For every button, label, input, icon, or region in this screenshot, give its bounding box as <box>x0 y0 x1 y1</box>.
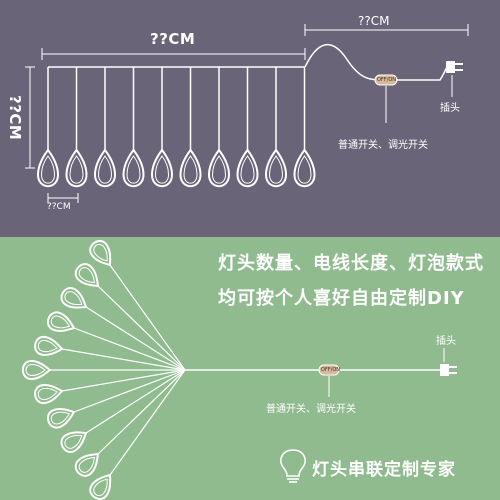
fan-wire <box>73 369 186 413</box>
headline-line2: 均可按个人喜好自由定制DIY <box>218 288 465 309</box>
string-width-label: ??CM <box>150 30 196 48</box>
top-diagram-svg <box>0 0 500 237</box>
bulb-icon <box>264 148 288 188</box>
bulb-icon <box>150 148 174 188</box>
bulb-icon <box>293 148 316 188</box>
lead-length-label: ??CM <box>358 14 390 28</box>
fan-bulb-outline <box>46 311 76 332</box>
lightbulb-icon <box>280 449 306 483</box>
bottom-plug-icon <box>440 364 457 376</box>
spacing-dimension <box>47 193 79 203</box>
fan-bulb-icon <box>74 452 100 477</box>
fan-bulb-outline <box>74 263 100 288</box>
fan-bulb-outline <box>60 287 88 309</box>
fan-bulb-outline <box>89 240 112 267</box>
fan-wire <box>109 264 186 371</box>
fan-bulb-icon <box>34 384 64 405</box>
fan-bulb-icon <box>74 263 100 288</box>
fan-bulb-inner <box>78 267 96 284</box>
bottom-switch-label: 普通开关、调光开关 <box>266 404 356 415</box>
bulb-fan <box>21 240 186 500</box>
drop-height-label: ??CM <box>6 95 24 141</box>
bulb-inner-outline <box>183 155 198 184</box>
fan-bulb-inner <box>25 363 46 377</box>
bulb-icon <box>36 148 60 188</box>
fan-bulb-icon <box>60 287 88 309</box>
fan-bulb-inner <box>93 478 108 497</box>
bulb-icon <box>236 148 259 188</box>
bulb-inner-outline <box>126 155 141 184</box>
switch-text: OFF/ON <box>377 77 397 83</box>
fan-bulb-icon <box>89 240 112 267</box>
bulb-inner-outline <box>69 155 84 184</box>
fan-bulb-inner <box>37 340 58 353</box>
fan-bulb-outline <box>46 408 76 429</box>
fan-wire <box>73 327 186 371</box>
top-background <box>0 0 500 237</box>
bulb-icon <box>122 148 145 188</box>
fan-bulb-outline <box>60 431 88 453</box>
inline-switch <box>374 74 398 86</box>
bulb-inner-outline <box>211 155 227 184</box>
fan-bulb-icon <box>46 311 76 332</box>
bottom-switch-text: OFF/ON <box>321 367 341 373</box>
fan-bulb-inner <box>78 456 96 473</box>
bulb-inner-outline <box>154 155 170 184</box>
height-dimension <box>25 66 35 169</box>
fan-bulb-inner <box>64 291 83 306</box>
fan-bulb-inner <box>50 411 71 425</box>
lead-dimension <box>304 24 469 36</box>
brand-text: 灯头串联定制专家 <box>312 460 456 480</box>
bulb-icon <box>93 148 117 188</box>
fan-wire <box>97 285 186 371</box>
bulb-inner-outline <box>97 155 113 184</box>
fan-bulb-outline <box>89 473 112 500</box>
bulb-inner-outline <box>240 155 255 184</box>
fan-bulb-icon <box>21 359 52 381</box>
fan-bulb-inner <box>50 315 71 329</box>
fan-wire <box>97 369 186 455</box>
bottom-plug-label: 插头 <box>436 336 456 347</box>
fan-bulb-icon <box>89 473 112 500</box>
fan-wire <box>85 369 186 434</box>
bottom-inline-switch <box>318 364 340 376</box>
bottom-panel: 灯头数量、电线长度、灯泡款式 均可按个人喜好自由定制DIY OFF/ON 普通开… <box>0 237 500 500</box>
fan-wire <box>109 369 186 476</box>
top-panel: ??CM ??CM ??CM ??CM OFF/ON 普通开关、调光开关 插头 <box>0 0 500 237</box>
fan-bulb-icon <box>60 431 88 453</box>
fan-bulb-icon <box>34 335 64 356</box>
fan-wire <box>61 369 186 392</box>
switch-label: 普通开关、调光开关 <box>338 140 428 151</box>
fan-bulb-outline <box>34 335 64 356</box>
fan-bulb-outline <box>34 384 64 405</box>
top-bulbs <box>36 67 316 188</box>
bulb-icon <box>179 148 202 188</box>
bulb-icon <box>207 148 231 188</box>
lead-cable <box>304 43 449 81</box>
bulb-inner-outline <box>268 155 284 184</box>
bulb-spacing-label: ??CM <box>47 202 71 212</box>
bulb-inner-outline <box>40 155 56 184</box>
fan-bulb-outline <box>74 452 100 477</box>
bulb-inner-outline <box>297 155 312 184</box>
width-dimension <box>41 48 306 60</box>
bulb-icon <box>65 148 88 188</box>
fan-bulb-outline <box>21 359 52 381</box>
fan-bulb-icon <box>46 408 76 429</box>
fan-bulb-inner <box>93 243 108 262</box>
bottom-diagram-svg <box>0 237 500 500</box>
fan-wire <box>61 348 186 371</box>
plug-label: 插头 <box>440 103 460 114</box>
headline-line1: 灯头数量、电线长度、灯泡款式 <box>218 253 484 274</box>
fan-bulb-inner <box>64 434 83 449</box>
fan-wire <box>85 306 186 371</box>
fan-bulb-inner <box>37 387 58 400</box>
plug-icon <box>446 61 463 73</box>
